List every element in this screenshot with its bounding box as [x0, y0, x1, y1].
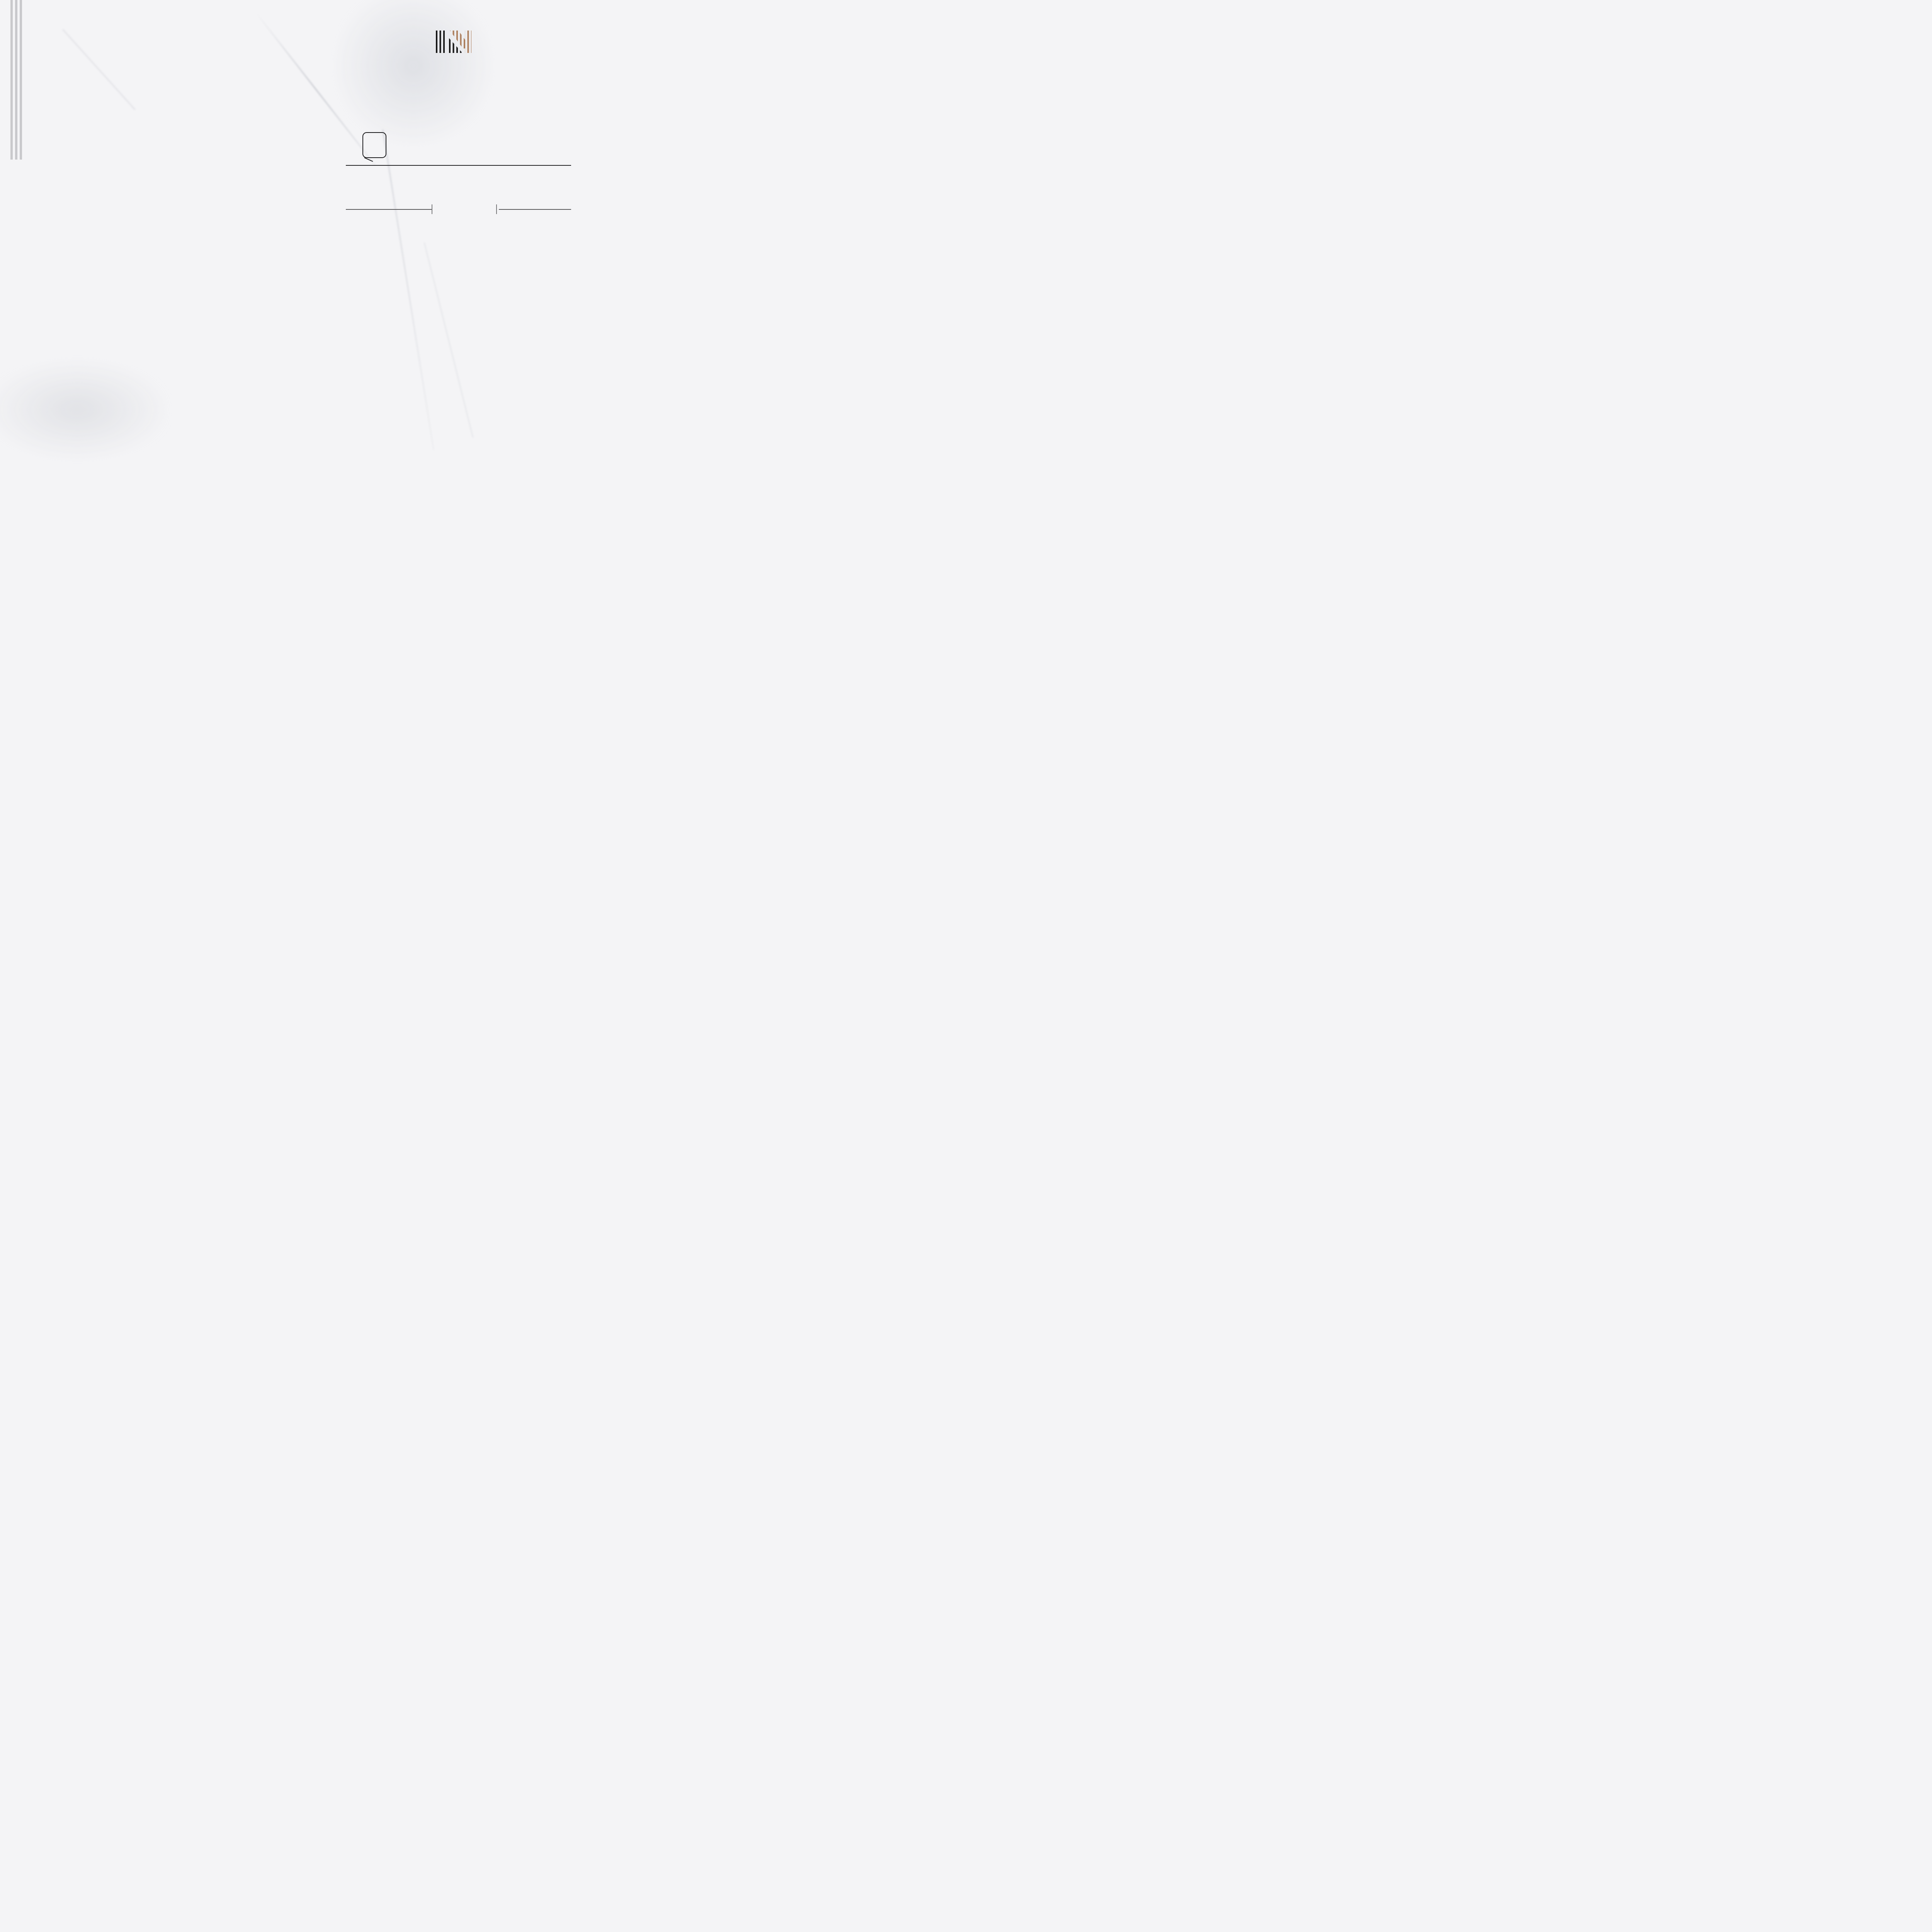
side-bar-stripe: [10, 0, 13, 160]
feature-line: [345, 269, 350, 281]
feature-line: [345, 319, 350, 331]
area-tag-bubble: [362, 132, 386, 158]
side-bar-stripe: [20, 0, 22, 160]
feature-line: [345, 244, 350, 256]
marble-vein: [424, 242, 473, 438]
side-vertical-brand-text: [9, 161, 23, 369]
side-bar-stripe: [15, 0, 17, 160]
floorplan-poster: { "brand": { "logo_cn_1": "华厦", "logo_re…: [0, 0, 606, 460]
marble-vein: [62, 29, 136, 110]
marble-vein: [332, 0, 495, 147]
marble-vein: [382, 129, 434, 451]
divider-line-left: [346, 209, 432, 210]
divider-line-right: [499, 209, 571, 210]
logo-i-stripes-icon: [436, 31, 445, 53]
feature-line: [345, 294, 350, 306]
brand-logo-icon: [436, 31, 471, 53]
marble-vein: [0, 359, 170, 460]
divider-bar: [496, 204, 497, 214]
headline-rule: [346, 165, 571, 166]
logo-n-stripes-icon: [449, 31, 471, 53]
marble-vein: [255, 12, 376, 165]
